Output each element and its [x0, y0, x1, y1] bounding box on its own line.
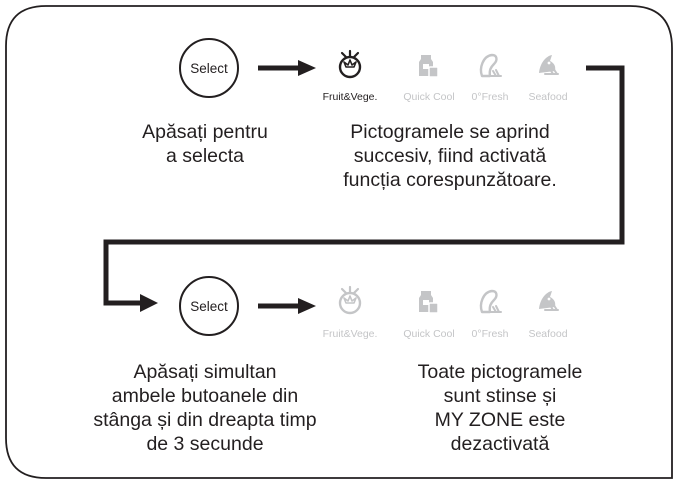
icon-quick-cool [418, 54, 439, 78]
icon-label-fruit-vege-off: Fruit&Vege. [323, 328, 378, 340]
bottom-right-description: Toate pictogramele sunt stinse și MY ZON… [380, 360, 620, 456]
icon-fruit-vege [338, 49, 362, 79]
icon-label-fruit-vege: Fruit&Vege. [323, 91, 378, 103]
select-button-bottom-label: Select [190, 299, 228, 314]
icon-label-quick-cool-off: Quick Cool [403, 328, 454, 340]
icon-quick-cool-off [418, 290, 439, 314]
meat-leg-icon [479, 53, 503, 78]
icon-label-zero-fresh: 0°Fresh [472, 91, 509, 103]
icon-seafood-off [538, 290, 559, 311]
tomato-icon [338, 285, 362, 315]
bottom-left-instruction: Apăsați simultan ambele butoanele din st… [60, 360, 350, 456]
icon-label-seafood-off: Seafood [528, 328, 567, 340]
icon-fruit-vege-off [338, 285, 362, 315]
select-button-bottom[interactable] [179, 276, 239, 336]
icon-zero-fresh-off [479, 289, 503, 314]
text-line: MY ZONE este [434, 409, 566, 431]
text-line: stânga și din dreapta timp [93, 409, 317, 431]
text-line: de 3 secunde [146, 433, 264, 455]
bottle-cup-icon [418, 54, 439, 78]
tomato-icon [338, 49, 362, 79]
arrow-head [298, 60, 316, 76]
text-line: Apăsați pentru [142, 121, 268, 143]
fish-icon [538, 290, 559, 311]
text-line: funcția corespunzătoare. [343, 169, 557, 191]
icon-zero-fresh [479, 53, 503, 78]
text-line: dezactivată [450, 433, 550, 455]
meat-leg-icon [479, 289, 503, 314]
top-right-description: Pictogramele se aprind succesiv, fiind a… [300, 120, 600, 192]
fish-icon [538, 54, 559, 75]
text-line: Toate pictogramele [417, 361, 583, 383]
panel-frame [5, 5, 673, 479]
text-line: Pictogramele se aprind [350, 121, 550, 143]
text-line: sunt stinse și [443, 385, 557, 407]
flow-connector [103, 65, 625, 306]
top-left-instruction: Apăsați pentru a selecta [110, 120, 300, 168]
select-button-label: Select [190, 61, 228, 76]
text-line: succesiv, fiind activată [353, 145, 547, 167]
icon-label-zero-fresh-off: 0°Fresh [472, 328, 509, 340]
text-line: ambele butoanele din [111, 385, 299, 407]
arrow-head-bottom [298, 298, 316, 314]
text-line: a selecta [165, 145, 245, 167]
flow-connector-arrowhead [140, 294, 158, 312]
bottle-cup-icon [418, 290, 439, 314]
icon-label-quick-cool: Quick Cool [403, 91, 454, 103]
select-button[interactable] [179, 38, 239, 98]
icon-seafood [538, 54, 559, 75]
icon-label-seafood: Seafood [528, 91, 567, 103]
text-line: Apăsați simultan [133, 361, 277, 383]
